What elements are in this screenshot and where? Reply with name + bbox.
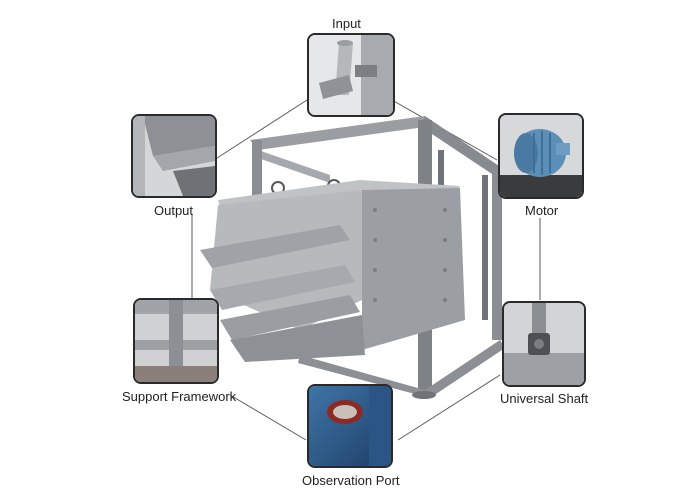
observation-port-detail-image	[309, 386, 391, 466]
thumb-observation-port	[307, 384, 393, 468]
frame-bottom-beam	[298, 340, 505, 398]
line-shaft-port	[397, 374, 501, 441]
sifter-base	[230, 315, 365, 362]
label-motor: Motor	[525, 203, 559, 218]
motor-detail-image	[500, 115, 582, 197]
label-output: Output	[154, 203, 194, 218]
frame-top-right-beam	[420, 116, 505, 178]
frame-top-back-beam	[258, 150, 330, 183]
label-observation-port: Observation Port	[302, 473, 400, 488]
line-support-port	[229, 394, 307, 441]
thumb-input	[307, 33, 395, 117]
universal-shaft-detail-image	[504, 303, 584, 385]
support-framework-detail-image	[135, 300, 217, 382]
sifter-deck-1	[200, 225, 350, 268]
label-universal-shaft: Universal Shaft	[500, 391, 589, 406]
line-input-output	[213, 99, 308, 161]
frame-left-post	[252, 140, 262, 200]
frame-top-left-beam	[250, 116, 432, 150]
sifter-deck-3	[220, 295, 360, 340]
thumb-motor	[498, 113, 584, 199]
label-support-framework: Support Framework	[122, 389, 237, 404]
frame-right-post	[492, 170, 502, 340]
frame-foot	[412, 391, 436, 399]
thumb-universal-shaft	[502, 301, 586, 387]
sifter-top-lid	[218, 180, 460, 212]
sifter-deck-2	[210, 265, 355, 310]
thumb-support-framework	[133, 298, 219, 384]
suspension-rod-right	[482, 175, 488, 320]
label-input: Input	[332, 16, 361, 31]
output-detail-image	[133, 116, 215, 196]
input-detail-image	[309, 35, 393, 115]
sifter-side-panel	[362, 188, 465, 350]
thumb-output	[131, 114, 217, 198]
